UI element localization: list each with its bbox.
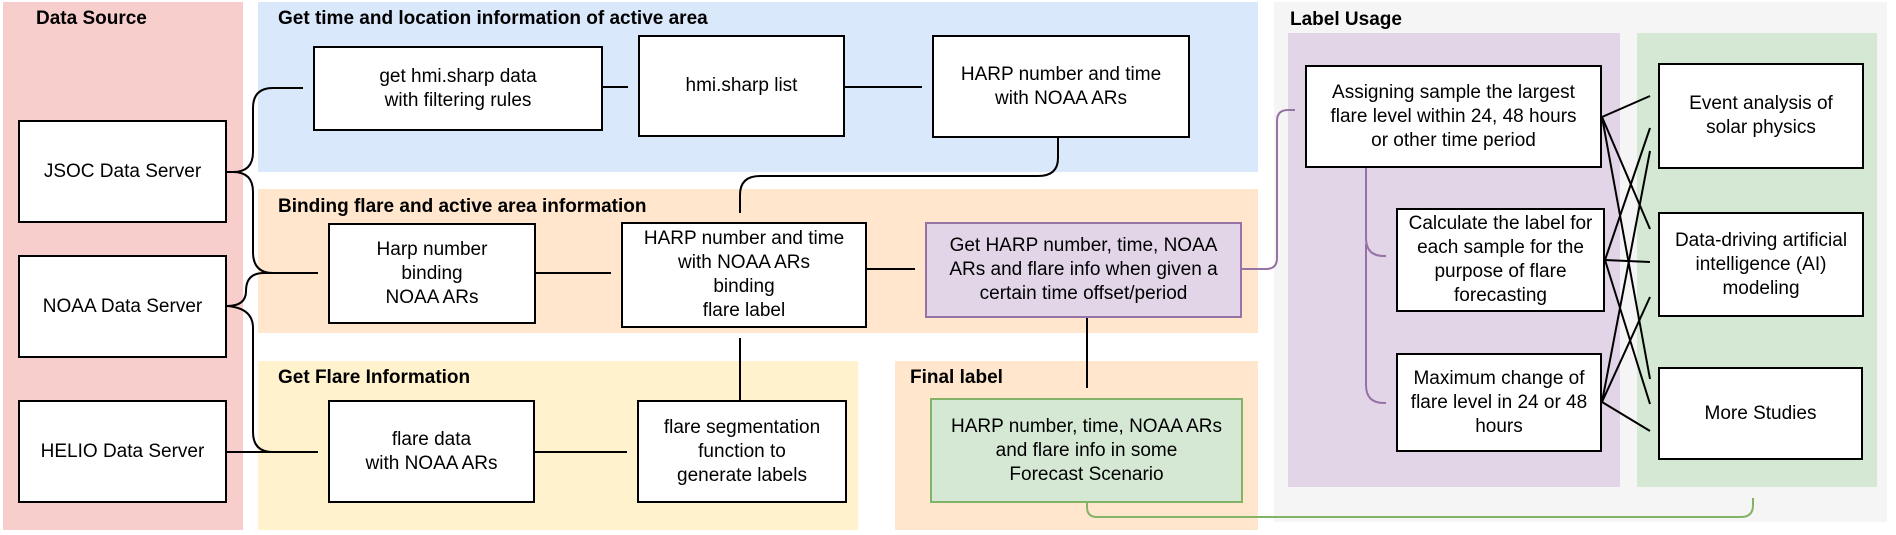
node-data-driving-ai: Data-driving artificial intelligence (AI… (1658, 212, 1864, 317)
node-helio-data-server: HELIO Data Server (18, 400, 227, 503)
node-hmi-sharp-list: hmi.sharp list (638, 35, 845, 137)
node-harp-number-time: HARP number and time with NOAA ARs (932, 35, 1190, 138)
node-noaa-data-server: NOAA Data Server (18, 255, 227, 358)
node-get-harp-offset-period: Get HARP number, time, NOAA ARs and flar… (925, 222, 1242, 318)
node-maximum-change: Maximum change of flare level in 24 or 4… (1396, 353, 1602, 452)
node-jsoc-data-server: JSOC Data Server (18, 120, 227, 223)
title-get-flare: Get Flare Information (278, 367, 471, 388)
node-flare-data: flare data with NOAA ARs (328, 400, 535, 503)
title-get-time: Get time and location information of act… (278, 8, 708, 29)
node-assigning-largest-flare: Assigning sample the largest flare level… (1305, 65, 1602, 168)
node-more-studies: More Studies (1658, 367, 1863, 460)
node-binding-flare-label: HARP number and time with NOAA ARs bindi… (621, 222, 867, 328)
title-final-label: Final label (910, 367, 1003, 388)
node-harp-binding-noaa: Harp number binding NOAA ARs (328, 223, 536, 324)
node-get-hmi-sharp-data: get hmi.sharp data with filtering rules (313, 46, 603, 131)
title-data-source: Data Source (36, 8, 147, 29)
node-calculate-label: Calculate the label for each sample for … (1396, 208, 1605, 312)
title-label-usage: Label Usage (1290, 9, 1402, 30)
node-flare-segmentation: flare segmentation function to generate … (637, 400, 847, 503)
node-event-analysis: Event analysis of solar physics (1658, 63, 1864, 169)
title-binding: Binding flare and active area informatio… (278, 196, 647, 217)
node-final-forecast-scenario: HARP number, time, NOAA ARs and flare in… (930, 398, 1243, 503)
